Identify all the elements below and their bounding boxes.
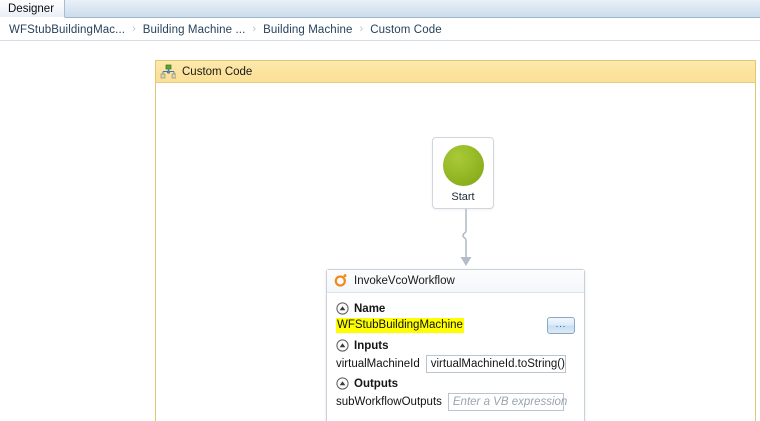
activity-title: InvokeVcoWorkflow	[354, 275, 455, 287]
chevron-right-icon: ›	[359, 23, 364, 35]
activity-card-invoke-vco-workflow[interactable]: InvokeVcoWorkflow Name	[326, 269, 585, 421]
chevron-up-icon[interactable]	[336, 339, 349, 352]
flowchart-title: Custom Code	[182, 65, 253, 78]
section-label-name: Name	[354, 302, 386, 315]
section-header-inputs[interactable]: Inputs	[336, 339, 575, 352]
section-label-outputs: Outputs	[354, 377, 399, 390]
output-expression-field[interactable]: Enter a VB expression	[447, 393, 567, 411]
invoke-workflow-icon	[334, 273, 348, 290]
flowchart-body[interactable]: Start InvokeVcoWor	[156, 83, 755, 421]
connector-start-to-activity	[452, 209, 480, 269]
browse-button-label: ...	[555, 319, 567, 329]
flowchart-container[interactable]: Custom Code Start	[155, 60, 756, 421]
input-field-row: virtualMachineId virtualMachineId.toStri…	[336, 355, 575, 373]
chevron-up-icon[interactable]	[336, 377, 349, 390]
breadcrumb-item-1[interactable]: Building Machine ...	[142, 23, 246, 36]
breadcrumb: WFStubBuildingMac... › Building Machine …	[0, 19, 760, 41]
browse-button[interactable]: ...	[547, 317, 575, 334]
activity-body: Name WFStubBuildingMachine ...	[327, 293, 584, 421]
section-label-inputs: Inputs	[354, 339, 389, 352]
flowchart-icon	[160, 64, 176, 80]
flowchart-header[interactable]: Custom Code	[156, 61, 755, 83]
tab-designer-label: Designer	[8, 2, 55, 15]
section-header-name[interactable]: Name	[336, 302, 575, 315]
chevron-up-icon[interactable]	[336, 302, 349, 315]
name-value[interactable]: WFStubBuildingMachine	[336, 318, 464, 333]
section-header-outputs[interactable]: Outputs	[336, 377, 575, 390]
designer-titlebar: Designer	[0, 0, 760, 18]
chevron-right-icon: ›	[132, 23, 136, 35]
start-node-label: Start	[451, 191, 475, 203]
name-field-row: WFStubBuildingMachine ...	[336, 317, 575, 334]
output-field-name: subWorkflowOutputs	[336, 396, 442, 408]
breadcrumb-item-3[interactable]: Custom Code	[370, 23, 442, 36]
breadcrumb-item-2[interactable]: Building Machine	[263, 23, 353, 36]
activity-header[interactable]: InvokeVcoWorkflow	[327, 270, 584, 293]
tab-designer[interactable]: Designer	[0, 0, 66, 18]
chevron-right-icon: ›	[252, 23, 257, 35]
start-circle-icon	[442, 145, 484, 186]
breadcrumb-item-0[interactable]: WFStubBuildingMac...	[9, 23, 126, 36]
output-field-row: subWorkflowOutputs Enter a VB expression	[336, 393, 575, 411]
input-expression-field[interactable]: virtualMachineId.toString()	[425, 355, 566, 373]
start-node[interactable]: Start	[432, 137, 494, 209]
input-field-name: virtualMachineId	[336, 358, 420, 370]
designer-canvas[interactable]: Custom Code Start	[0, 42, 760, 421]
